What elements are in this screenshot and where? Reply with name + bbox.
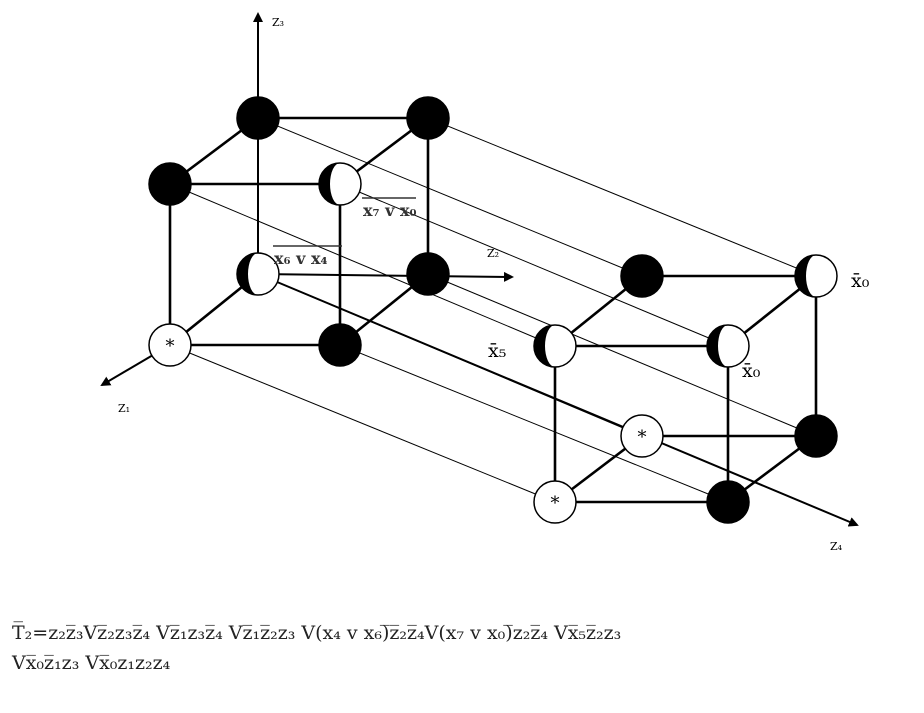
connector-line <box>427 273 817 437</box>
x5-bar-label: x̄₅ <box>488 340 506 362</box>
right-cube-edges <box>553 274 818 504</box>
node-filled <box>236 96 280 140</box>
left-cube-edges <box>168 116 430 347</box>
boolean-cube-diagram: * * * Z₃ Z₂ Z₁ Z₄ x̄₀ x̄ <box>100 12 870 553</box>
node-half <box>794 254 838 298</box>
right-cube-nodes: * * <box>533 254 838 524</box>
axes <box>100 12 859 527</box>
z4-label: Z₄ <box>830 540 843 553</box>
left-cube-nodes: * <box>148 96 450 367</box>
node-half <box>533 324 577 368</box>
formula-line-2: Vx̅₀z̅₁z₃ Vx̅₀z₁z₂z₄ <box>12 652 171 674</box>
svg-text:x₆ v x₄: x₆ v x₄ <box>274 249 328 268</box>
node-star: * <box>148 323 192 367</box>
z4-axis <box>257 273 859 527</box>
z2-axis <box>257 271 514 282</box>
node-star: * <box>533 480 577 524</box>
connector-line <box>169 183 556 347</box>
connector-line <box>339 344 729 503</box>
connector-line <box>339 183 729 347</box>
node-filled <box>406 96 450 140</box>
node-filled <box>706 480 750 524</box>
svg-text:x₇ v x₀: x₇ v x₀ <box>363 201 417 220</box>
node-filled <box>406 252 450 296</box>
node-filled <box>318 323 362 367</box>
star-mark: * <box>638 427 647 448</box>
x6-v-x4-label: x₆ v x₄ <box>273 245 342 268</box>
node-half <box>706 324 750 368</box>
x0-bar-label: x̄₀ <box>742 360 761 382</box>
x7-v-x0-label: x₇ v x₀ <box>362 197 417 220</box>
connector-line <box>169 344 556 503</box>
z2-label: Z₂ <box>487 247 499 260</box>
boolean-formula: T̅₂=z₂z̅₃Vz̅₂z₃z̅₄ Vz̅₁z₃z̅₄ Vz̅₁z̅₂z₃ V… <box>12 618 917 678</box>
star-mark: * <box>166 336 175 357</box>
z3-label: Z₃ <box>272 16 284 29</box>
node-star: * <box>620 414 664 458</box>
node-half <box>318 162 362 206</box>
node-filled <box>620 254 664 298</box>
connector-line <box>427 117 817 277</box>
connector-line <box>257 117 643 277</box>
star-mark: * <box>551 493 560 514</box>
z1-label: Z₁ <box>118 402 130 415</box>
formula-line-1: T̅₂=z₂z̅₃Vz̅₂z₃z̅₄ Vz̅₁z₃z̅₄ Vz̅₁z̅₂z₃ V… <box>12 622 622 644</box>
node-filled <box>794 414 838 458</box>
node-half <box>236 252 280 296</box>
x0-bar-label: x̄₀ <box>851 270 870 292</box>
connector-lines <box>169 117 817 503</box>
node-filled <box>148 162 192 206</box>
